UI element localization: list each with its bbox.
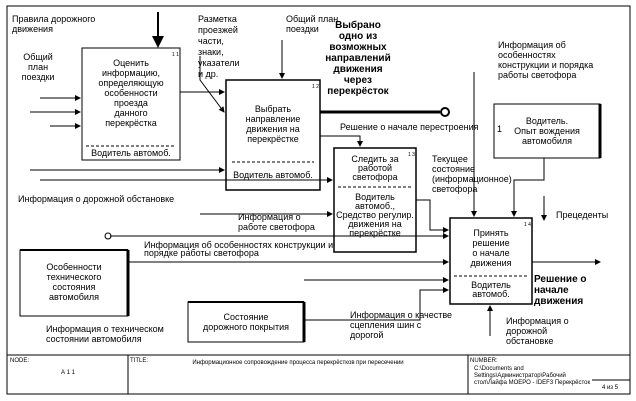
arrows [30,12,601,336]
label-road-situation: Информация о дорожной обстановке [18,194,174,204]
outer-frame [6,5,631,395]
box-choose-number: 1 2 [312,84,319,90]
box-decide[interactable] [449,217,533,305]
footer-node-label: NODE: [10,358,29,364]
box-choose-mechanism: Водитель автомоб. [233,170,313,180]
label-signal-info-bottom: Информация об особенностях конструкции и… [144,240,333,258]
box-assess-mechanism: Водитель автомоб. [91,148,171,158]
label-precedents: Прецеденты [556,210,608,220]
box-decide-number: 1 4 [524,222,531,228]
box-watch-number: 1 3 [408,152,415,158]
box-assess-number: 1 1 [172,52,179,58]
footer-number-label: NUMBER: [470,358,498,364]
box-road[interactable] [187,301,306,343]
box-watch[interactable] [333,147,417,253]
footer-frame [7,354,630,394]
box-driver[interactable] [493,103,602,159]
footer-title-value: Информационное сопровождение процесса пе… [192,360,403,366]
footer-node-value: А 1 1 [61,370,76,376]
label-start-decision-small: Решение о начале перестроения [340,122,479,132]
box-assess[interactable] [81,47,181,161]
box-features[interactable] [19,249,130,317]
footer-title-label: TITLE: [130,358,148,364]
box-choose[interactable] [225,79,321,191]
tunnel-circle [104,232,112,240]
footer-page-value: 4 из 5 [602,385,619,391]
box-driver-number: 1 [497,124,502,134]
